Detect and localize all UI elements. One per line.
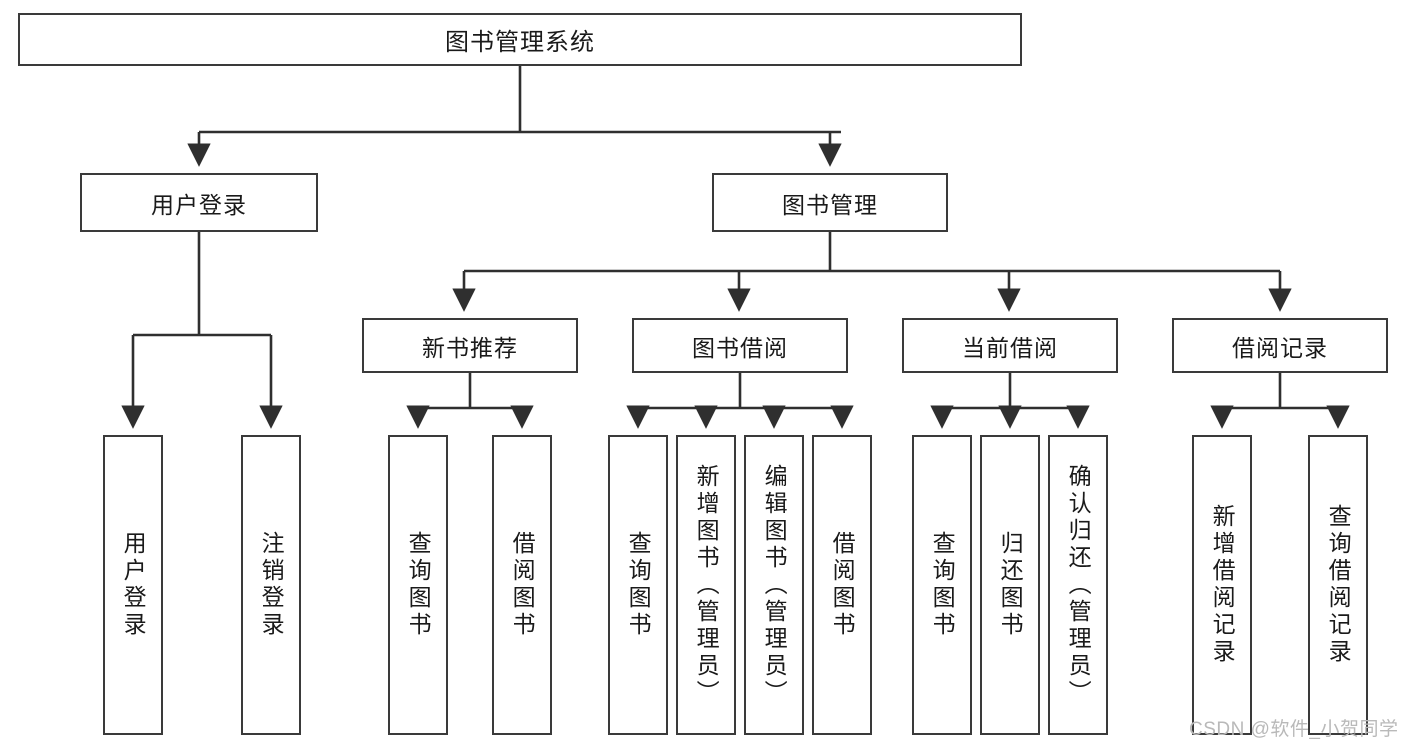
node-label: 用户登录 — [151, 191, 247, 218]
node-book-management[interactable]: 图书管理 — [712, 173, 948, 232]
leaf-add-borrow-record[interactable]: 新增借阅记录 — [1192, 435, 1252, 735]
node-label: 查询图书 — [405, 531, 432, 639]
leaf-edit-book-admin[interactable]: 编辑图书（管理员） — [744, 435, 804, 735]
node-label: 图书借阅 — [692, 334, 788, 361]
node-label: 借阅记录 — [1232, 334, 1328, 361]
node-label: 新增图书（管理员） — [693, 463, 720, 707]
leaf-query-book-borrow[interactable]: 查询图书 — [608, 435, 668, 735]
leaf-borrow-book[interactable]: 借阅图书 — [812, 435, 872, 735]
node-current-borrowing[interactable]: 当前借阅 — [902, 318, 1118, 373]
node-new-book-recommendation[interactable]: 新书推荐 — [362, 318, 578, 373]
node-label: 当前借阅 — [962, 334, 1058, 361]
leaf-query-book-recommend[interactable]: 查询图书 — [388, 435, 448, 735]
node-label: 查询图书 — [625, 531, 652, 639]
node-label: 新书推荐 — [422, 334, 518, 361]
leaf-confirm-return-admin[interactable]: 确认归还（管理员） — [1048, 435, 1108, 735]
node-label: 借阅图书 — [829, 531, 856, 639]
node-label: 注销登录 — [258, 531, 285, 639]
leaf-borrow-book-recommend[interactable]: 借阅图书 — [492, 435, 552, 735]
node-label: 编辑图书（管理员） — [761, 463, 788, 707]
node-label: 用户登录 — [120, 531, 147, 639]
node-label: 图书管理系统 — [445, 29, 595, 56]
leaf-query-borrow-record[interactable]: 查询借阅记录 — [1308, 435, 1368, 735]
node-user-login[interactable]: 用户登录 — [80, 173, 318, 232]
node-label: 确认归还（管理员） — [1065, 463, 1092, 707]
node-label: 新增借阅记录 — [1209, 504, 1236, 666]
node-label: 图书管理 — [782, 191, 878, 218]
leaf-logout[interactable]: 注销登录 — [241, 435, 301, 735]
node-label: 归还图书 — [997, 531, 1024, 639]
leaf-query-book-current[interactable]: 查询图书 — [912, 435, 972, 735]
node-borrowing-records[interactable]: 借阅记录 — [1172, 318, 1388, 373]
node-label: 查询图书 — [929, 531, 956, 639]
node-label: 借阅图书 — [509, 531, 536, 639]
leaf-user-login[interactable]: 用户登录 — [103, 435, 163, 735]
leaf-return-book[interactable]: 归还图书 — [980, 435, 1040, 735]
node-root-library-management-system[interactable]: 图书管理系统 — [18, 13, 1022, 66]
node-label: 查询借阅记录 — [1325, 504, 1352, 666]
node-book-borrowing[interactable]: 图书借阅 — [632, 318, 848, 373]
leaf-add-book-admin[interactable]: 新增图书（管理员） — [676, 435, 736, 735]
